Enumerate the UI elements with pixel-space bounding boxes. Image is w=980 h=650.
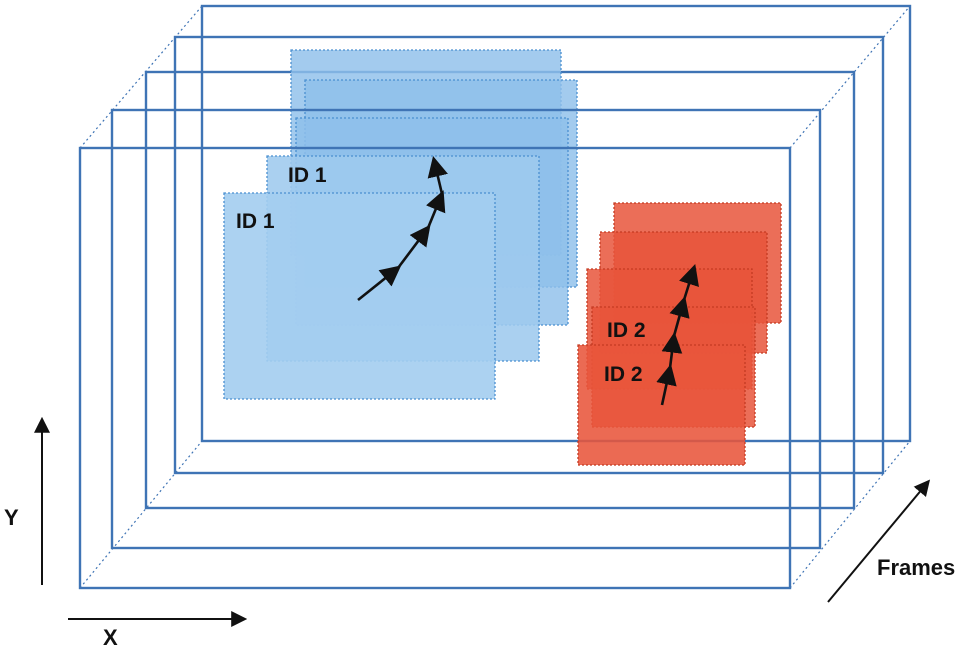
id2-trajectory-arrow-4 (679, 264, 699, 301)
frame-1 (78, 146, 792, 590)
id2-trajectory-arrow-2 (661, 331, 683, 369)
frame-perspective-edges (79, 5, 911, 589)
id2-trajectory (656, 264, 699, 406)
id2-trajectory-arrow-3 (669, 295, 690, 337)
frames-axis-label: Frames (877, 555, 955, 580)
id1-trajectory-arrow-3 (426, 190, 446, 229)
y-axis: Y (4, 416, 50, 585)
id1-trajectory (357, 155, 448, 302)
id1-label-back: ID 1 (288, 164, 327, 187)
id1-trajectory-arrow-1 (357, 265, 402, 302)
frame-stack (78, 4, 912, 590)
id2-label-front: ID 2 (604, 363, 643, 386)
x-axis: X (68, 611, 248, 650)
id2-trajectory-arrow-1 (656, 363, 677, 406)
id1-label-front: ID 1 (236, 210, 275, 233)
frames-axis: Frames (827, 479, 955, 603)
frame-5 (200, 4, 912, 443)
id1-box-1 (224, 193, 495, 399)
y-axis-label: Y (4, 505, 19, 530)
frame-2 (110, 108, 822, 550)
x-axis-label: X (103, 625, 118, 650)
id1-trajectory-arrow-4 (427, 155, 448, 195)
frames-axis-arrow (827, 479, 931, 603)
frame-4 (173, 35, 885, 475)
id1-trajectory-arrow-2 (396, 224, 431, 269)
id2-label-back: ID 2 (607, 319, 646, 342)
